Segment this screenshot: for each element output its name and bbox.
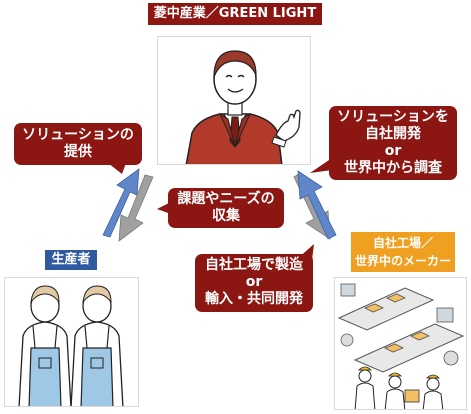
bubble-manufacturing-line2: or	[245, 274, 263, 290]
bubble-solution-development: ソリューションを 自社開発 or 世界中から調査	[329, 106, 457, 180]
factory-label-line2: 世界中のメーカー	[354, 254, 451, 268]
arrows-left	[102, 168, 154, 242]
arrow-up-blue-left	[102, 168, 140, 238]
bubble-development-line3: or	[384, 143, 402, 159]
arrows-right	[293, 170, 337, 240]
arrow-down-gray-left	[118, 174, 154, 242]
bubble-tail-center	[157, 202, 171, 214]
bubble-needs-collection: 課題やニーズの 収集	[168, 188, 284, 228]
conveyor-top	[337, 287, 435, 331]
bubble-development-line2: 自社開発	[365, 126, 421, 142]
bubble-solution-provision-line2: 提供	[64, 144, 92, 160]
factory-panel	[334, 277, 467, 410]
salesperson-illustration	[185, 50, 301, 164]
bubble-manufacturing: 自社工場で製造 or 輸入・共同開発	[195, 254, 313, 312]
bubble-development-line1: ソリューションを	[337, 109, 449, 125]
producer-illustration	[18, 285, 124, 406]
factory-label: 自社工場／ 世界中のメーカー	[351, 232, 455, 272]
factory-workers	[354, 366, 444, 409]
farmer-figure-left	[18, 285, 72, 406]
salesperson-panel	[157, 36, 311, 165]
factory-illustration	[337, 283, 465, 409]
producer-panel	[4, 277, 139, 407]
bubble-needs-line1: 課題やニーズの	[177, 191, 275, 207]
conveyor-middle	[353, 323, 465, 373]
bubble-manufacturing-line1: 自社工場で製造	[205, 257, 303, 273]
bubble-solution-provision-line1: ソリューションの	[22, 127, 134, 143]
farmer-figure-right	[70, 285, 124, 406]
bubble-solution-provision: ソリューションの 提供	[14, 123, 142, 165]
bubble-tail-bottom	[296, 244, 314, 260]
factory-label-line1: 自社工場／	[372, 236, 433, 250]
bubble-tail-right	[310, 158, 332, 173]
bubble-development-line4: 世界中から調査	[344, 160, 442, 176]
producer-label: 生産者	[45, 250, 97, 270]
bubble-manufacturing-line3: 輸入・共同開発	[205, 291, 303, 307]
arrow-up-blue-right	[297, 170, 337, 240]
bubble-tail-left	[108, 163, 126, 174]
company-label: 菱中産業／GREEN LIGHT	[148, 3, 322, 25]
bubble-needs-line2: 収集	[212, 208, 240, 224]
